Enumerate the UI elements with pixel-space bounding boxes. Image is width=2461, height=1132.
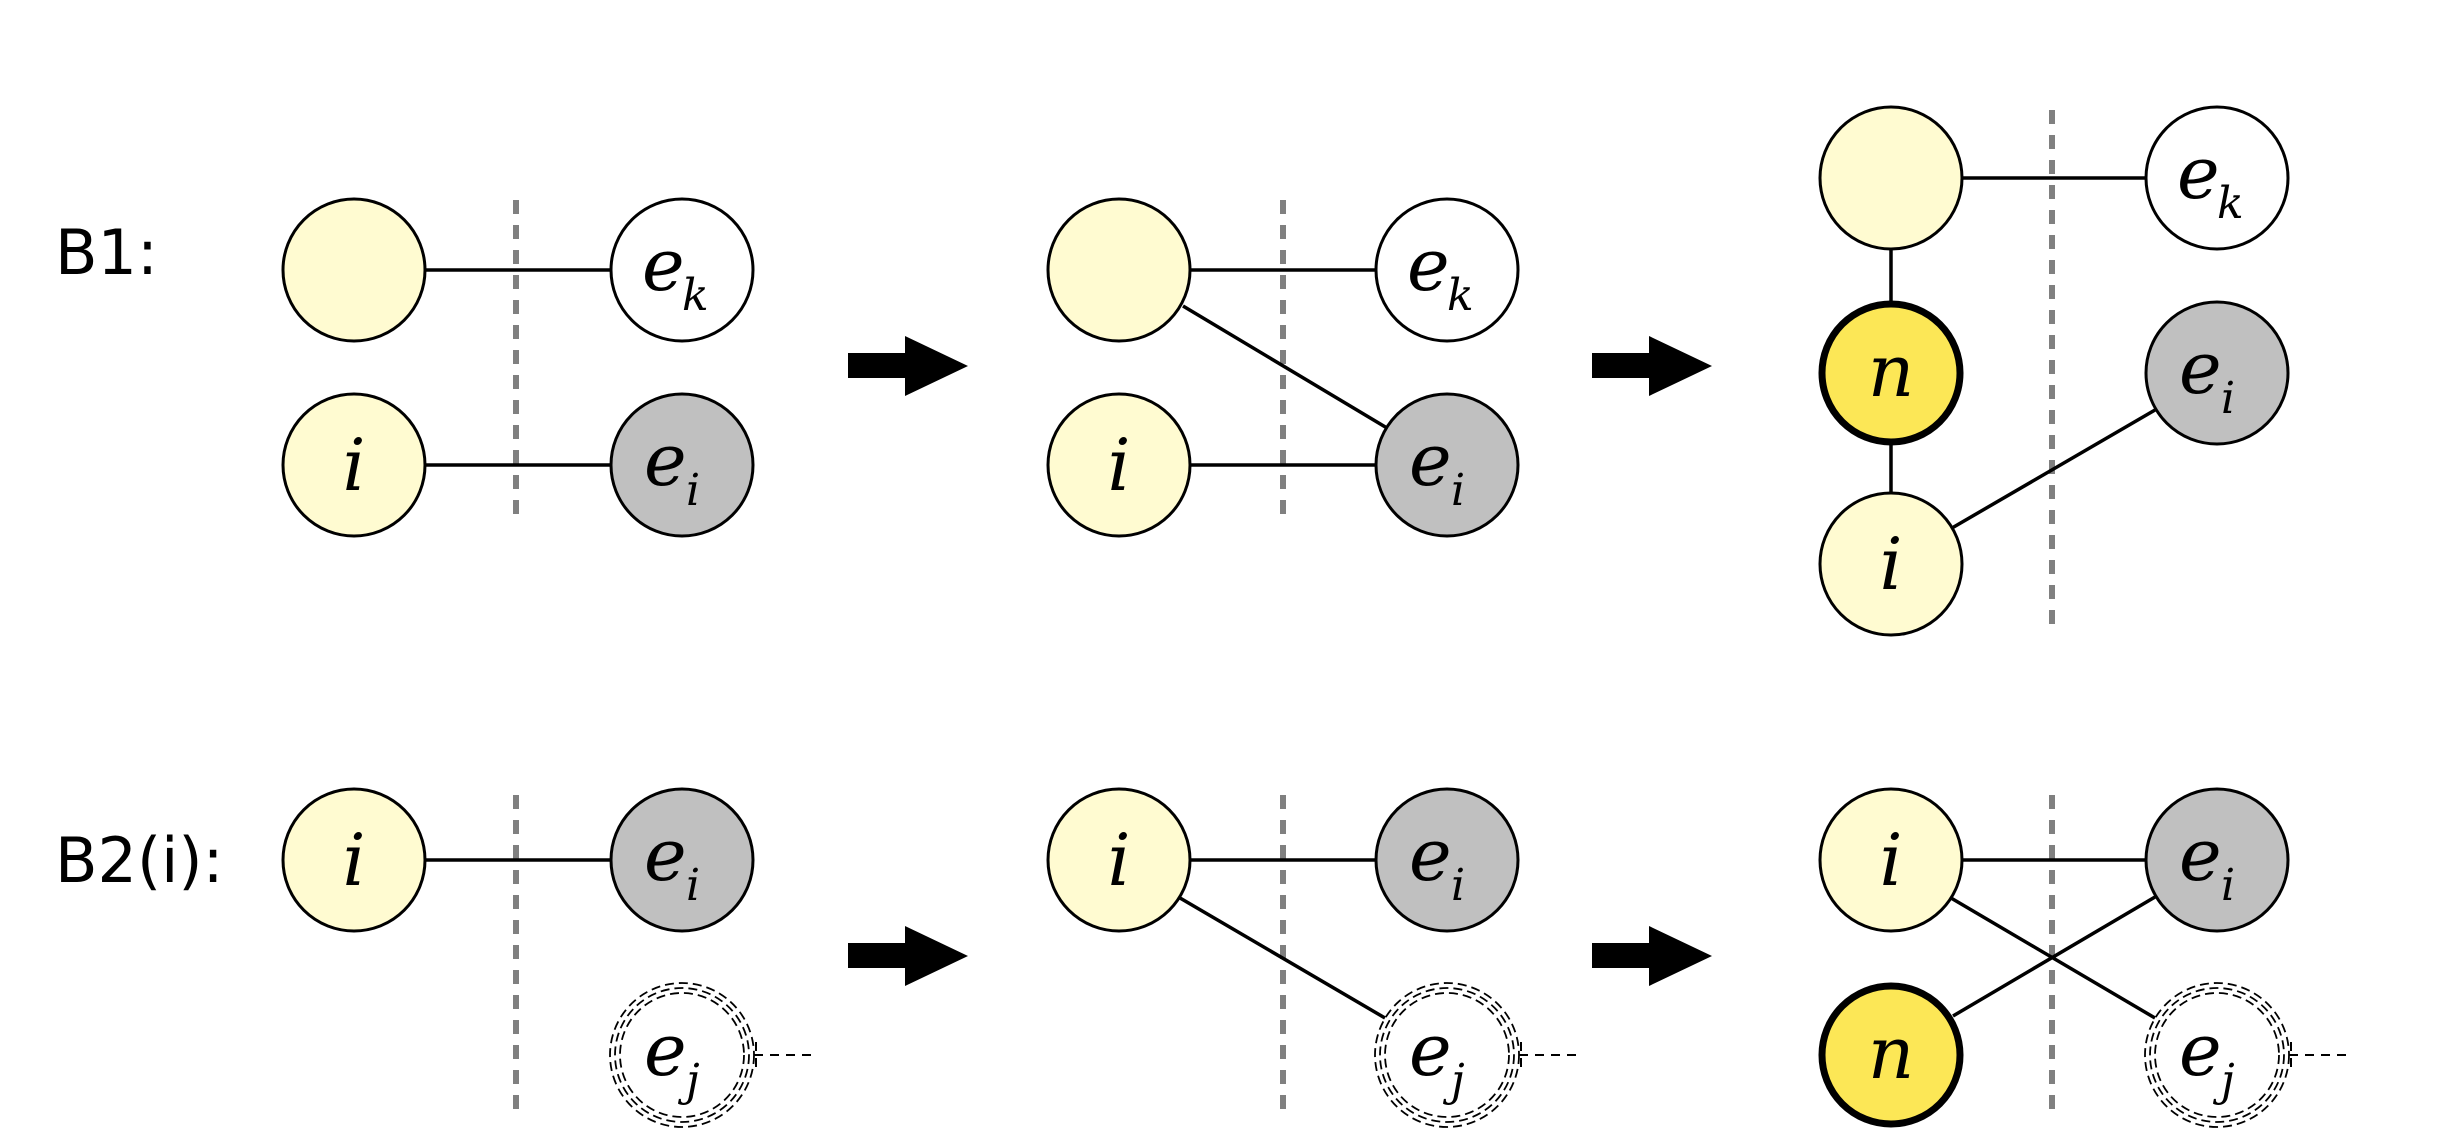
node-label-e: e bbox=[644, 418, 687, 502]
edge bbox=[1179, 896, 1386, 1020]
node-label-i: i bbox=[1879, 522, 1902, 606]
party-node-i: i bbox=[281, 392, 427, 538]
ghost-node-e-j: e j bbox=[2144, 982, 2350, 1128]
b2-panel-2: i e i e j bbox=[1046, 787, 1580, 1128]
party-node-unlabeled bbox=[1046, 197, 1192, 343]
node-subscript-i: i bbox=[1451, 465, 1465, 516]
external-node-e-i: e i bbox=[609, 787, 755, 933]
ghost-node-e-j: e j bbox=[1374, 982, 1580, 1128]
node-subscript-i: i bbox=[686, 465, 700, 516]
edge bbox=[1182, 304, 1388, 430]
b1-panel-3: n i e k e i bbox=[1818, 105, 2290, 637]
node-label-n: n bbox=[1868, 329, 1914, 413]
node-label-e: e bbox=[642, 223, 685, 307]
edge bbox=[1952, 895, 2156, 1018]
node-subscript-k: k bbox=[682, 270, 709, 321]
node-label-i: i bbox=[342, 818, 365, 902]
party-node-i: i bbox=[281, 787, 427, 933]
b1-panel-2: i e k e i bbox=[1046, 197, 1520, 538]
b2-panel-3: i n e i e j bbox=[1818, 787, 2350, 1128]
node-subscript-i: i bbox=[686, 860, 700, 911]
node-label-e: e bbox=[2179, 326, 2222, 410]
party-node-unlabeled bbox=[281, 197, 427, 343]
node-label-i: i bbox=[1879, 818, 1902, 902]
node-label-i: i bbox=[1107, 818, 1130, 902]
node-label-i: i bbox=[342, 423, 365, 507]
node-subscript-k: k bbox=[2217, 178, 2244, 229]
edge bbox=[1951, 408, 2156, 530]
arrow-right-icon bbox=[1592, 926, 1712, 986]
node-label-e: e bbox=[1409, 813, 1452, 897]
node-label-n: n bbox=[1868, 1011, 1914, 1095]
party-node-unlabeled bbox=[1818, 105, 1964, 251]
external-node-e-i: e i bbox=[2144, 300, 2290, 446]
node-label-e: e bbox=[644, 813, 687, 897]
arrow-right-icon bbox=[1592, 336, 1712, 396]
party-node-i: i bbox=[1046, 787, 1192, 933]
ghost-node-e-j: e j bbox=[609, 982, 815, 1128]
node-subscript-k: k bbox=[1447, 270, 1474, 321]
node-label-e: e bbox=[2179, 1008, 2222, 1092]
party-node-i: i bbox=[1818, 491, 1964, 637]
node-label-e: e bbox=[644, 1008, 687, 1092]
node-label-e: e bbox=[1409, 1008, 1452, 1092]
external-node-e-k: e k bbox=[1374, 197, 1520, 343]
arrow-right-icon bbox=[848, 336, 968, 396]
node-label-e: e bbox=[1409, 418, 1452, 502]
node-subscript-i: i bbox=[1451, 860, 1465, 911]
external-node-e-i: e i bbox=[1374, 392, 1520, 538]
party-node-i: i bbox=[1818, 787, 1964, 933]
node-label-e: e bbox=[1407, 223, 1450, 307]
arrow-right-icon bbox=[848, 926, 968, 986]
external-node-e-k: e k bbox=[2144, 105, 2290, 251]
new-node-n: n bbox=[1818, 982, 1964, 1128]
node-subscript-i: i bbox=[2221, 373, 2235, 424]
row-label-b2: B2(i): bbox=[55, 824, 223, 897]
node-label-e: e bbox=[2177, 131, 2220, 215]
node-subscript-i: i bbox=[2221, 860, 2235, 911]
b1-panel-1: i e k e i bbox=[281, 197, 755, 538]
node-label-i: i bbox=[1107, 423, 1130, 507]
external-node-e-i: e i bbox=[609, 392, 755, 538]
external-node-e-i: e i bbox=[1374, 787, 1520, 933]
new-node-n: n bbox=[1818, 300, 1964, 446]
b2-panel-1: i e i e j bbox=[281, 787, 815, 1128]
party-node-i: i bbox=[1046, 392, 1192, 538]
external-node-e-k: e k bbox=[609, 197, 755, 343]
node-label-e: e bbox=[2179, 813, 2222, 897]
row-label-b1: B1: bbox=[55, 216, 158, 289]
external-node-e-i: e i bbox=[2144, 787, 2290, 933]
